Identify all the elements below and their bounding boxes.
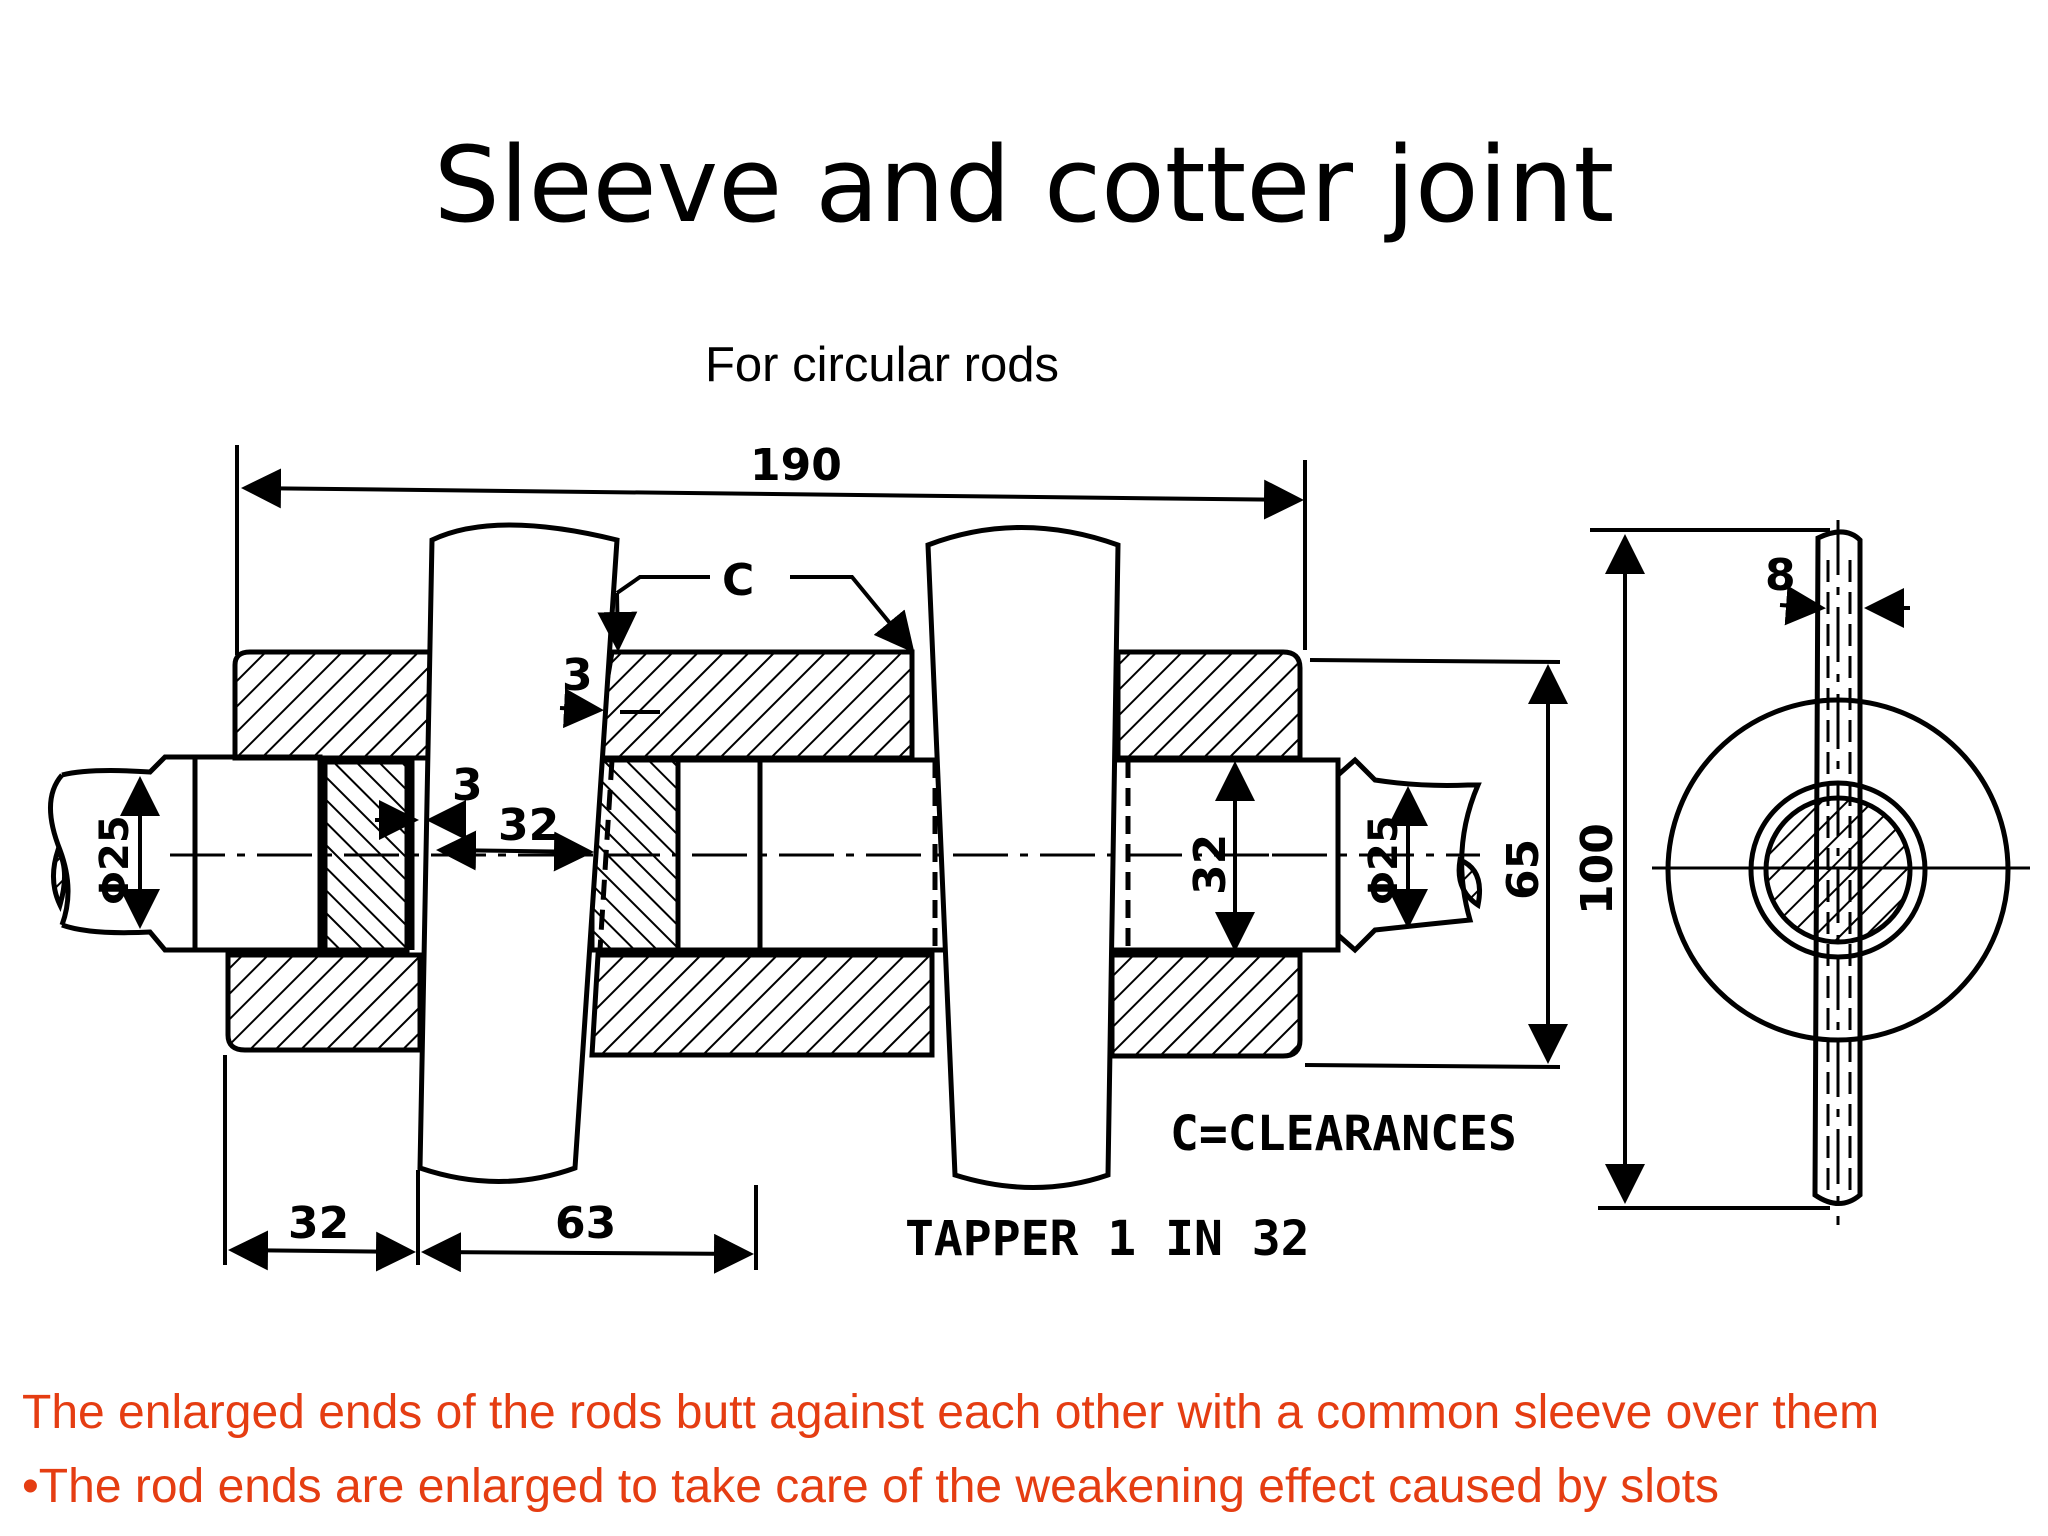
slide-title: Sleeve and cotter joint	[433, 124, 1615, 246]
sleeve-bottom-left	[225, 952, 423, 1053]
right-cotter	[925, 525, 1121, 1190]
sleeve-top-middle	[591, 649, 915, 761]
label-clearances: C=CLEARANCES	[1170, 1106, 1517, 1162]
dim-end-length: 32	[288, 1198, 349, 1249]
dim-cotter-thickness: 8	[1765, 550, 1796, 601]
right-rod-break-fill	[1456, 856, 1482, 910]
dimension-lines	[120, 445, 1910, 1274]
dim-clearance-marker: C	[722, 555, 754, 606]
left-rod-break-fill	[51, 844, 67, 913]
sleeve-top-right	[1115, 649, 1303, 761]
sleeve-top-left	[232, 649, 435, 761]
end-view-cotter	[1812, 529, 1863, 1206]
slide-subtitle: For circular rods	[705, 338, 1059, 392]
dim-cotter-length: 100	[1572, 823, 1623, 915]
note-line-2: •The rod ends are enlarged to take care …	[22, 1460, 1719, 1513]
dim-clearance-inner: 3	[452, 760, 483, 811]
end-view	[1652, 520, 2030, 1225]
dim-rod-end-dia-right: Φ25	[1361, 815, 1407, 905]
dim-cotter-spacing: 63	[555, 1198, 616, 1249]
dim-sleeve-gap: 32	[498, 800, 559, 851]
dim-overall-length: 190	[750, 440, 842, 491]
dim-rod-end-dia-left: Φ25	[92, 815, 138, 905]
sleeve-bottom-middle	[589, 952, 935, 1058]
dim-rod-dia-mid: 32	[1185, 834, 1236, 895]
dim-clearance-top: 3	[562, 650, 593, 701]
sleeve-bottom-right	[1109, 952, 1303, 1059]
dim-sleeve-outer-dia: 65	[1498, 839, 1549, 900]
label-taper: TAPPER 1 IN 32	[905, 1211, 1310, 1267]
note-line-1: The enlarged ends of the rods butt again…	[22, 1386, 1880, 1439]
